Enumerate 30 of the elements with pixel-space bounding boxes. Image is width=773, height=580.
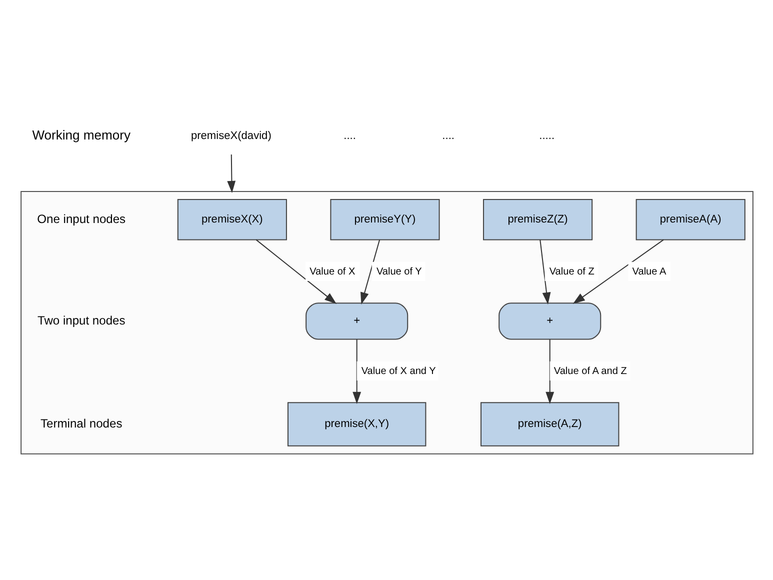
arrow [255,239,336,304]
node-box: premiseY(Y) [330,199,440,240]
node-box: + [305,302,408,340]
node-box: premiseX(X) [176,199,286,240]
arrow [572,239,664,304]
label: Terminal nodes [40,416,122,430]
node-box: premiseZ(Z) [482,199,592,240]
arrow [539,240,550,305]
node-box: + [498,302,601,340]
label: .... [442,130,454,142]
label: .... [343,130,356,142]
edge-label: Value of Y [376,266,422,278]
arrow [352,339,361,404]
edge-label: Value of X [309,266,355,278]
edge-label: Value of Z [548,266,594,278]
arrow [226,154,236,193]
label: ..... [538,130,554,142]
label: Two input nodes [37,313,125,328]
node-box: premiseA(A) [635,199,745,240]
node-box: premise(A,Z) [480,402,619,446]
edge-label: Value of X and Y [360,366,436,377]
label: One input nodes [36,212,126,226]
arrow [545,339,554,404]
edge-label: Value A [632,266,666,278]
arrow [360,240,380,304]
node-box: premise(X,Y) [286,402,426,446]
label: Working memory [32,128,130,143]
cluster [20,190,753,454]
edge-label: Value of A and Z [553,366,626,377]
node-text: premiseX(david) [190,130,271,142]
